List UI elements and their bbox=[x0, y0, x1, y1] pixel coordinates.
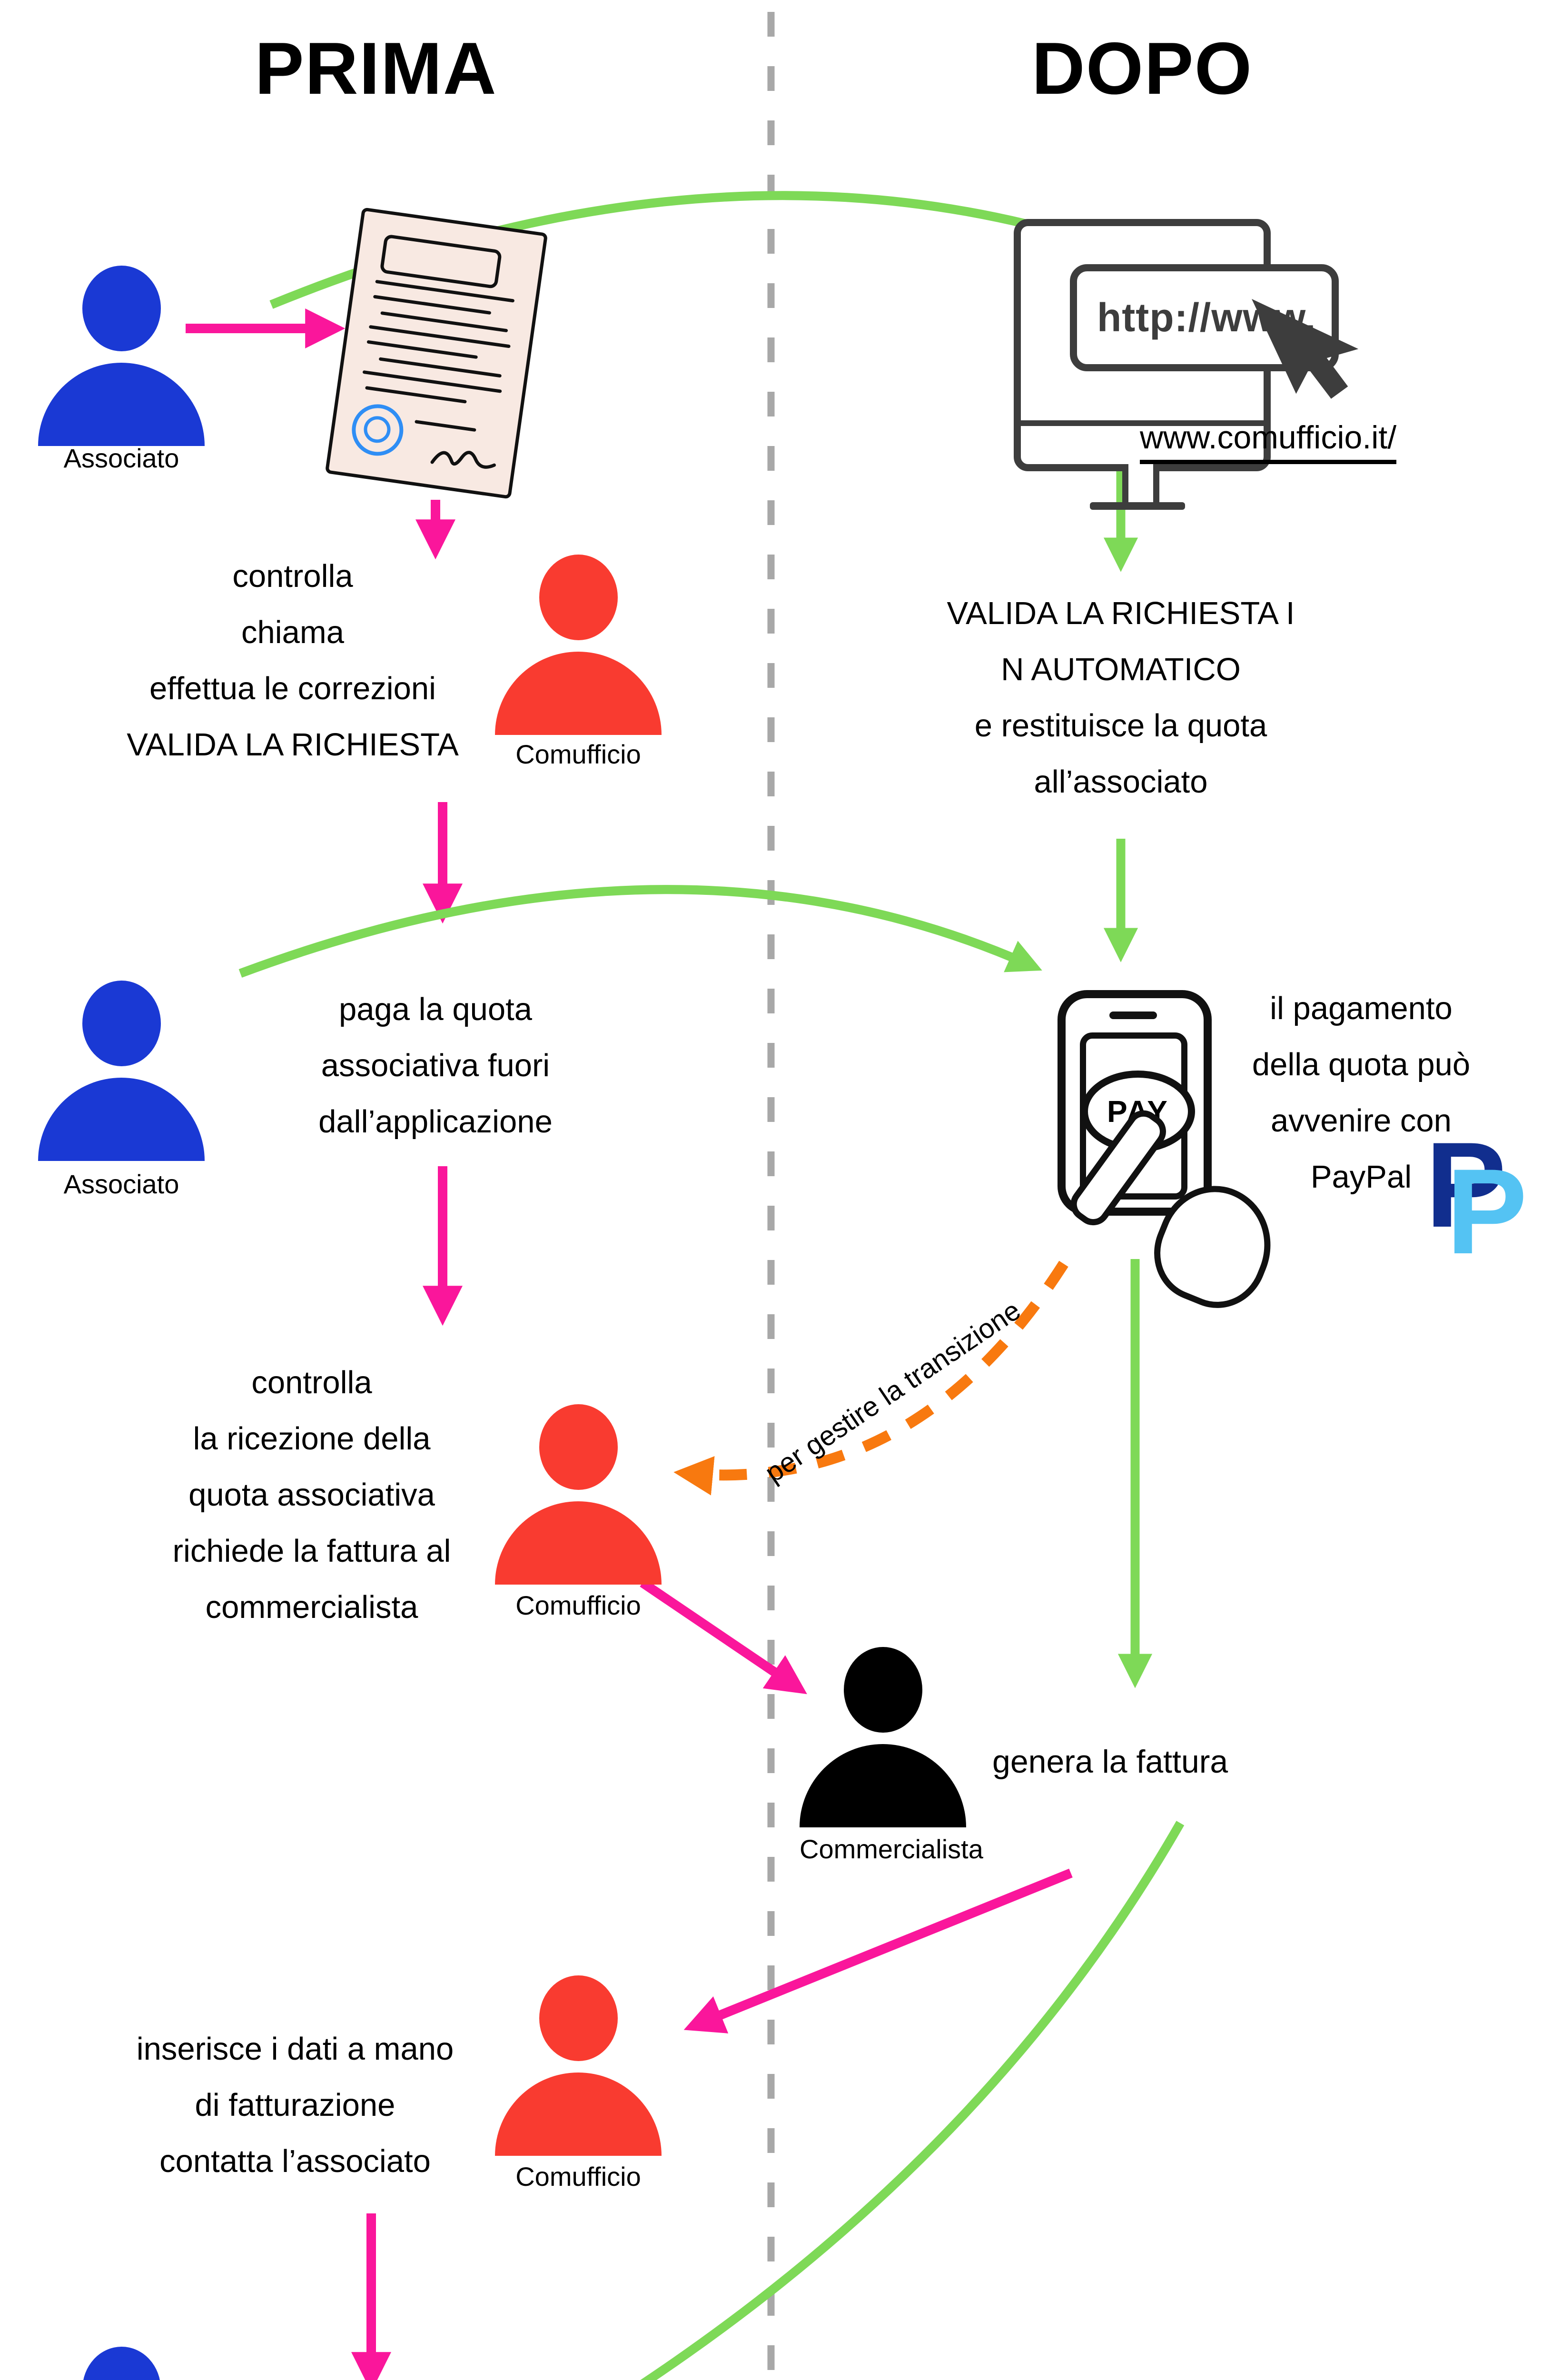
comufficio-icon bbox=[495, 1404, 662, 1585]
comufficio-label: Comufficio bbox=[515, 2162, 641, 2192]
arrow-fattura-to-riceve bbox=[640, 1821, 1185, 2380]
phone-icon: PAY bbox=[1058, 990, 1212, 1216]
associato-icon bbox=[38, 266, 205, 446]
step-dopo-validate: VALIDA LA RICHIESTA I N AUTOMATICO e res… bbox=[947, 595, 1295, 800]
comufficio-label: Comufficio bbox=[515, 1590, 641, 1620]
commercialista-label: Commercialista bbox=[800, 1834, 983, 1864]
associato-label: Associato bbox=[63, 443, 179, 473]
comufficio-icon bbox=[495, 555, 662, 735]
document-icon bbox=[325, 207, 548, 499]
transition-note: per gestire la transizione bbox=[759, 1294, 1027, 1489]
associato-icon bbox=[38, 981, 205, 1161]
signature-icon bbox=[430, 451, 496, 469]
person-head bbox=[82, 266, 161, 351]
person-body bbox=[38, 363, 205, 446]
comufficio-label: Comufficio bbox=[515, 739, 641, 769]
arrow-paga-to-phone bbox=[238, 885, 1042, 978]
comufficio-icon bbox=[495, 1975, 662, 2156]
commercialista-icon bbox=[800, 1647, 966, 1827]
cursor-icon bbox=[1252, 299, 1359, 399]
step-prima-manual: inserisce i dati a mano di fatturazione … bbox=[136, 2031, 454, 2179]
step-genera-fattura: genera la fattura bbox=[992, 1744, 1228, 1780]
paypal-logo: P P bbox=[1425, 1117, 1528, 1279]
browser-icon: http://www. bbox=[1014, 219, 1375, 514]
step-dopo-pay: il pagamento della quota può avvenire co… bbox=[1252, 991, 1471, 1195]
document-titlebox bbox=[379, 234, 503, 289]
step-prima-validate: controlla chiama effettua le correzioni … bbox=[127, 558, 459, 763]
arrow-comufficio-to-commercialista bbox=[640, 1578, 807, 1695]
title-dopo: DOPO bbox=[1031, 27, 1253, 109]
step-prima-check: controlla la ricezione della quota assoc… bbox=[172, 1365, 451, 1625]
arrow-fattura-to-comufficio bbox=[683, 1868, 1073, 2033]
associato-icon bbox=[38, 2347, 205, 2380]
site-link[interactable]: www.comufficio.it/ bbox=[1140, 419, 1397, 464]
step-prima-pay: paga la quota associativa fuori dall’app… bbox=[318, 992, 553, 1140]
associato-label: Associato bbox=[63, 1169, 179, 1199]
title-prima: PRIMA bbox=[255, 27, 497, 109]
